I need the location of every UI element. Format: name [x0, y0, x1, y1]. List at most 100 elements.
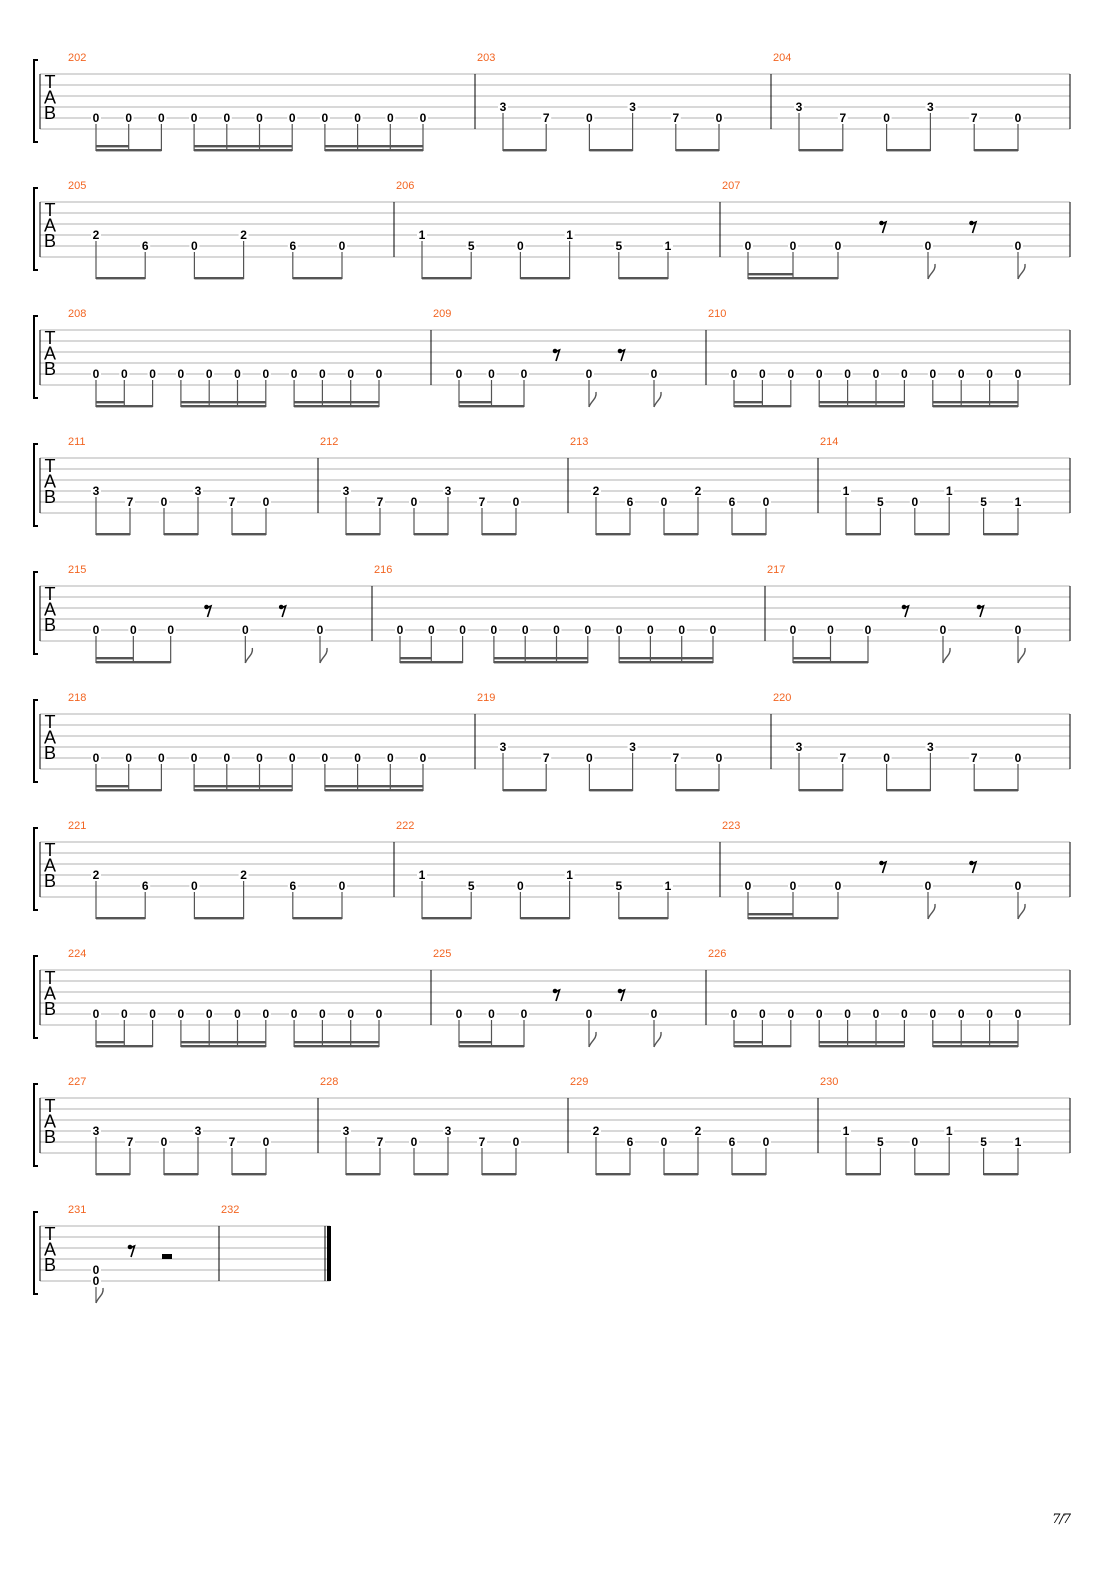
- beam-primary: [675, 789, 719, 792]
- fret-mask: [564, 229, 575, 240]
- fret-number: 0: [387, 111, 394, 125]
- beam-secondary: [294, 401, 379, 404]
- fret-mask: [969, 112, 980, 123]
- fret-mask: [232, 1008, 243, 1019]
- beam-secondary: [96, 145, 129, 148]
- fret-mask: [477, 1136, 487, 1147]
- tab-clef-letter-b: B: [44, 487, 56, 507]
- fret-number: 0: [347, 1007, 354, 1021]
- fret-mask: [863, 624, 873, 635]
- fret-number: 3: [93, 484, 100, 498]
- fret-mask: [418, 752, 428, 763]
- fret-number: 0: [411, 1135, 418, 1149]
- fret-number: 0: [929, 1007, 936, 1021]
- beam-primary: [732, 1173, 766, 1176]
- beam-primary: [846, 1173, 881, 1176]
- fret-number: 0: [397, 623, 404, 637]
- beam-primary: [596, 533, 630, 536]
- system-bracket: [33, 699, 38, 783]
- fret-number: 0: [522, 623, 529, 637]
- fret-mask: [147, 368, 158, 379]
- fret-number: 1: [946, 1124, 953, 1138]
- fret-number: 0: [827, 623, 834, 637]
- note-flag: [653, 1031, 662, 1048]
- fret-mask: [454, 1008, 464, 1019]
- fret-number: 2: [93, 228, 100, 242]
- fret-mask: [1013, 496, 1023, 507]
- tab-clef-letter-a: A: [44, 600, 56, 620]
- measure-number: 209: [433, 308, 451, 320]
- fret-mask: [814, 1008, 825, 1019]
- tab-clef-letter-a: A: [44, 984, 56, 1004]
- tab-clef-letter-t: T: [45, 584, 56, 604]
- fret-number: 0: [376, 1007, 383, 1021]
- fret-number: 2: [240, 228, 247, 242]
- fret-mask: [341, 485, 351, 496]
- beam-primary: [734, 405, 791, 408]
- fret-mask: [842, 368, 853, 379]
- fret-mask: [582, 624, 593, 635]
- beam-primary: [748, 917, 838, 920]
- fret-mask: [1013, 880, 1023, 891]
- fret-mask: [551, 624, 562, 635]
- fret-number: 0: [291, 1007, 298, 1021]
- beam-secondary: [194, 785, 293, 788]
- fret-number: 5: [980, 1135, 987, 1149]
- fret-number: 0: [488, 1007, 495, 1021]
- fret-mask: [319, 112, 330, 123]
- fret-number: 1: [665, 239, 672, 253]
- beam-primary: [292, 277, 342, 280]
- measure-number: 217: [767, 564, 785, 576]
- fret-number: 0: [865, 623, 872, 637]
- fret-mask: [287, 752, 298, 763]
- fret-mask: [841, 1125, 851, 1136]
- fret-mask: [91, 752, 101, 763]
- fret-number: 5: [615, 879, 622, 893]
- fret-number: 0: [354, 751, 361, 765]
- fret-number: 0: [925, 879, 932, 893]
- fret-number: 0: [319, 1007, 326, 1021]
- fret-number: 7: [127, 495, 134, 509]
- eighth-rest-stem: [280, 604, 287, 618]
- fret-number: 0: [354, 111, 361, 125]
- fret-number: 0: [651, 367, 658, 381]
- fret-number: 0: [787, 1007, 794, 1021]
- fret-mask: [978, 1136, 989, 1147]
- fret-number: 0: [322, 751, 329, 765]
- fret-mask: [663, 240, 673, 251]
- measure-number: 221: [68, 820, 86, 832]
- fret-mask: [128, 624, 139, 635]
- fret-number: 0: [816, 367, 823, 381]
- fret-number: 2: [93, 868, 100, 882]
- system-bracket: [33, 187, 38, 271]
- fret-mask: [119, 1008, 130, 1019]
- beam-primary: [618, 917, 668, 920]
- tab-clef-letter-b: B: [44, 1127, 56, 1147]
- fret-mask: [147, 1008, 158, 1019]
- fret-number: 0: [456, 367, 463, 381]
- fret-number: 7: [839, 111, 846, 125]
- fret-number: 7: [672, 111, 679, 125]
- measure-number: 216: [374, 564, 392, 576]
- beam-primary: [400, 661, 463, 664]
- fret-number: 0: [411, 495, 418, 509]
- fret-mask: [520, 624, 531, 635]
- beam-primary: [482, 1173, 516, 1176]
- fret-number: 0: [488, 367, 495, 381]
- fret-number: 0: [456, 1007, 463, 1021]
- fret-number: 0: [256, 111, 263, 125]
- beam-primary: [819, 405, 905, 408]
- fret-number: 0: [191, 239, 198, 253]
- fret-number: 0: [986, 1007, 993, 1021]
- fret-mask: [486, 368, 497, 379]
- fret-mask: [788, 624, 798, 635]
- fret-number: 3: [629, 100, 636, 114]
- fret-number: 3: [445, 1124, 452, 1138]
- tab-clef-letter-a: A: [44, 1240, 56, 1260]
- fret-number: 0: [586, 111, 593, 125]
- fret-number: 3: [796, 740, 803, 754]
- beam-secondary: [748, 913, 793, 916]
- measure-number: 232: [221, 1204, 239, 1216]
- fret-number: 0: [513, 495, 520, 509]
- fret-number: 0: [93, 1007, 100, 1021]
